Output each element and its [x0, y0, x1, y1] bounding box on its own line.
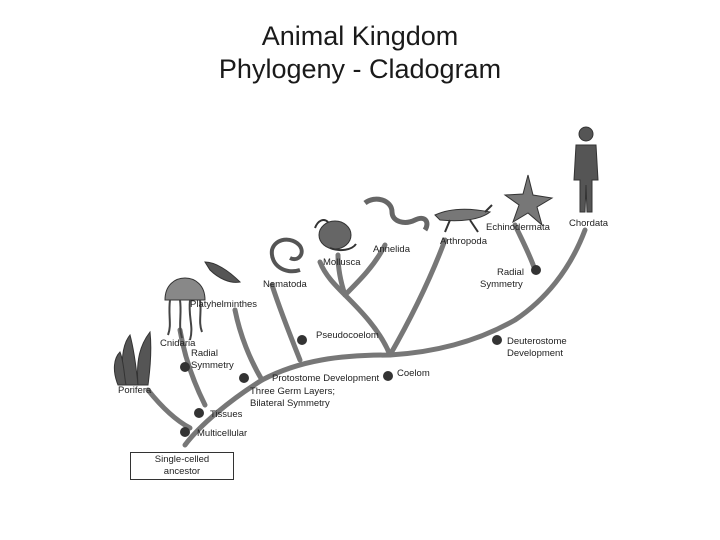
taxon-nematoda: Nematoda — [263, 279, 307, 291]
trait-deuterostome-line-2: Development — [507, 348, 563, 360]
taxon-platyhelminthes: Platyhelminthes — [190, 299, 257, 311]
grasshopper-icon — [435, 205, 492, 232]
trait-radial-echino-line-2: Symmetry — [480, 279, 523, 291]
trait-radial-echino-line-1: Radial — [497, 267, 524, 279]
node-radial-symmetry — [180, 362, 190, 372]
flatworm-icon — [205, 262, 240, 282]
taxon-arthropoda: Arthropoda — [440, 236, 487, 248]
node-radial-echino — [531, 265, 541, 275]
node-three-germ-layers — [239, 373, 249, 383]
trait-coelom: Coelom — [397, 368, 430, 380]
node-multicellular — [180, 427, 190, 437]
taxon-chordata: Chordata — [569, 218, 608, 230]
trait-multicellular: Multicellular — [197, 428, 247, 440]
porifera-branch — [148, 390, 190, 428]
trait-three-germ-line-1: Three Germ Layers; — [250, 386, 335, 398]
node-protostome-dev — [383, 371, 393, 381]
trait-pseudocoelom: Pseudocoelom — [316, 330, 379, 342]
human-icon — [574, 127, 598, 212]
starfish-icon — [505, 175, 552, 225]
node-pseudocoelom — [297, 335, 307, 345]
nematoda-branch — [272, 285, 300, 360]
trait-deuterostome-line-1: Deuterostome — [507, 336, 567, 348]
trait-protostome: Protostome Development — [272, 373, 379, 385]
ancestor-line-1: Single-celled — [131, 454, 233, 466]
arthropoda-branch — [390, 240, 445, 355]
trait-tissues: Tissues — [210, 409, 242, 421]
sponge-icon — [114, 332, 150, 385]
snail-icon — [315, 220, 356, 250]
taxon-porifera: Porifera — [118, 385, 151, 397]
ancestor-line-2: ancestor — [131, 466, 233, 478]
taxon-annelida: Annelida — [373, 244, 410, 256]
roundworm-icon — [272, 240, 302, 272]
trait-three-germ-line-2: Bilateral Symmetry — [250, 398, 330, 410]
taxon-mollusca: Mollusca — [323, 257, 361, 269]
trait-radial-line-1: Radial — [191, 348, 218, 360]
node-deuterostome — [492, 335, 502, 345]
platyhelminthes-branch — [235, 310, 262, 380]
ancestor-box: Single-celled ancestor — [130, 452, 234, 480]
node-tissues — [194, 408, 204, 418]
trait-radial-line-2: Symmetry — [191, 360, 234, 372]
earthworm-icon — [365, 199, 427, 230]
taxon-echinodermata: Echinodermata — [486, 222, 550, 234]
